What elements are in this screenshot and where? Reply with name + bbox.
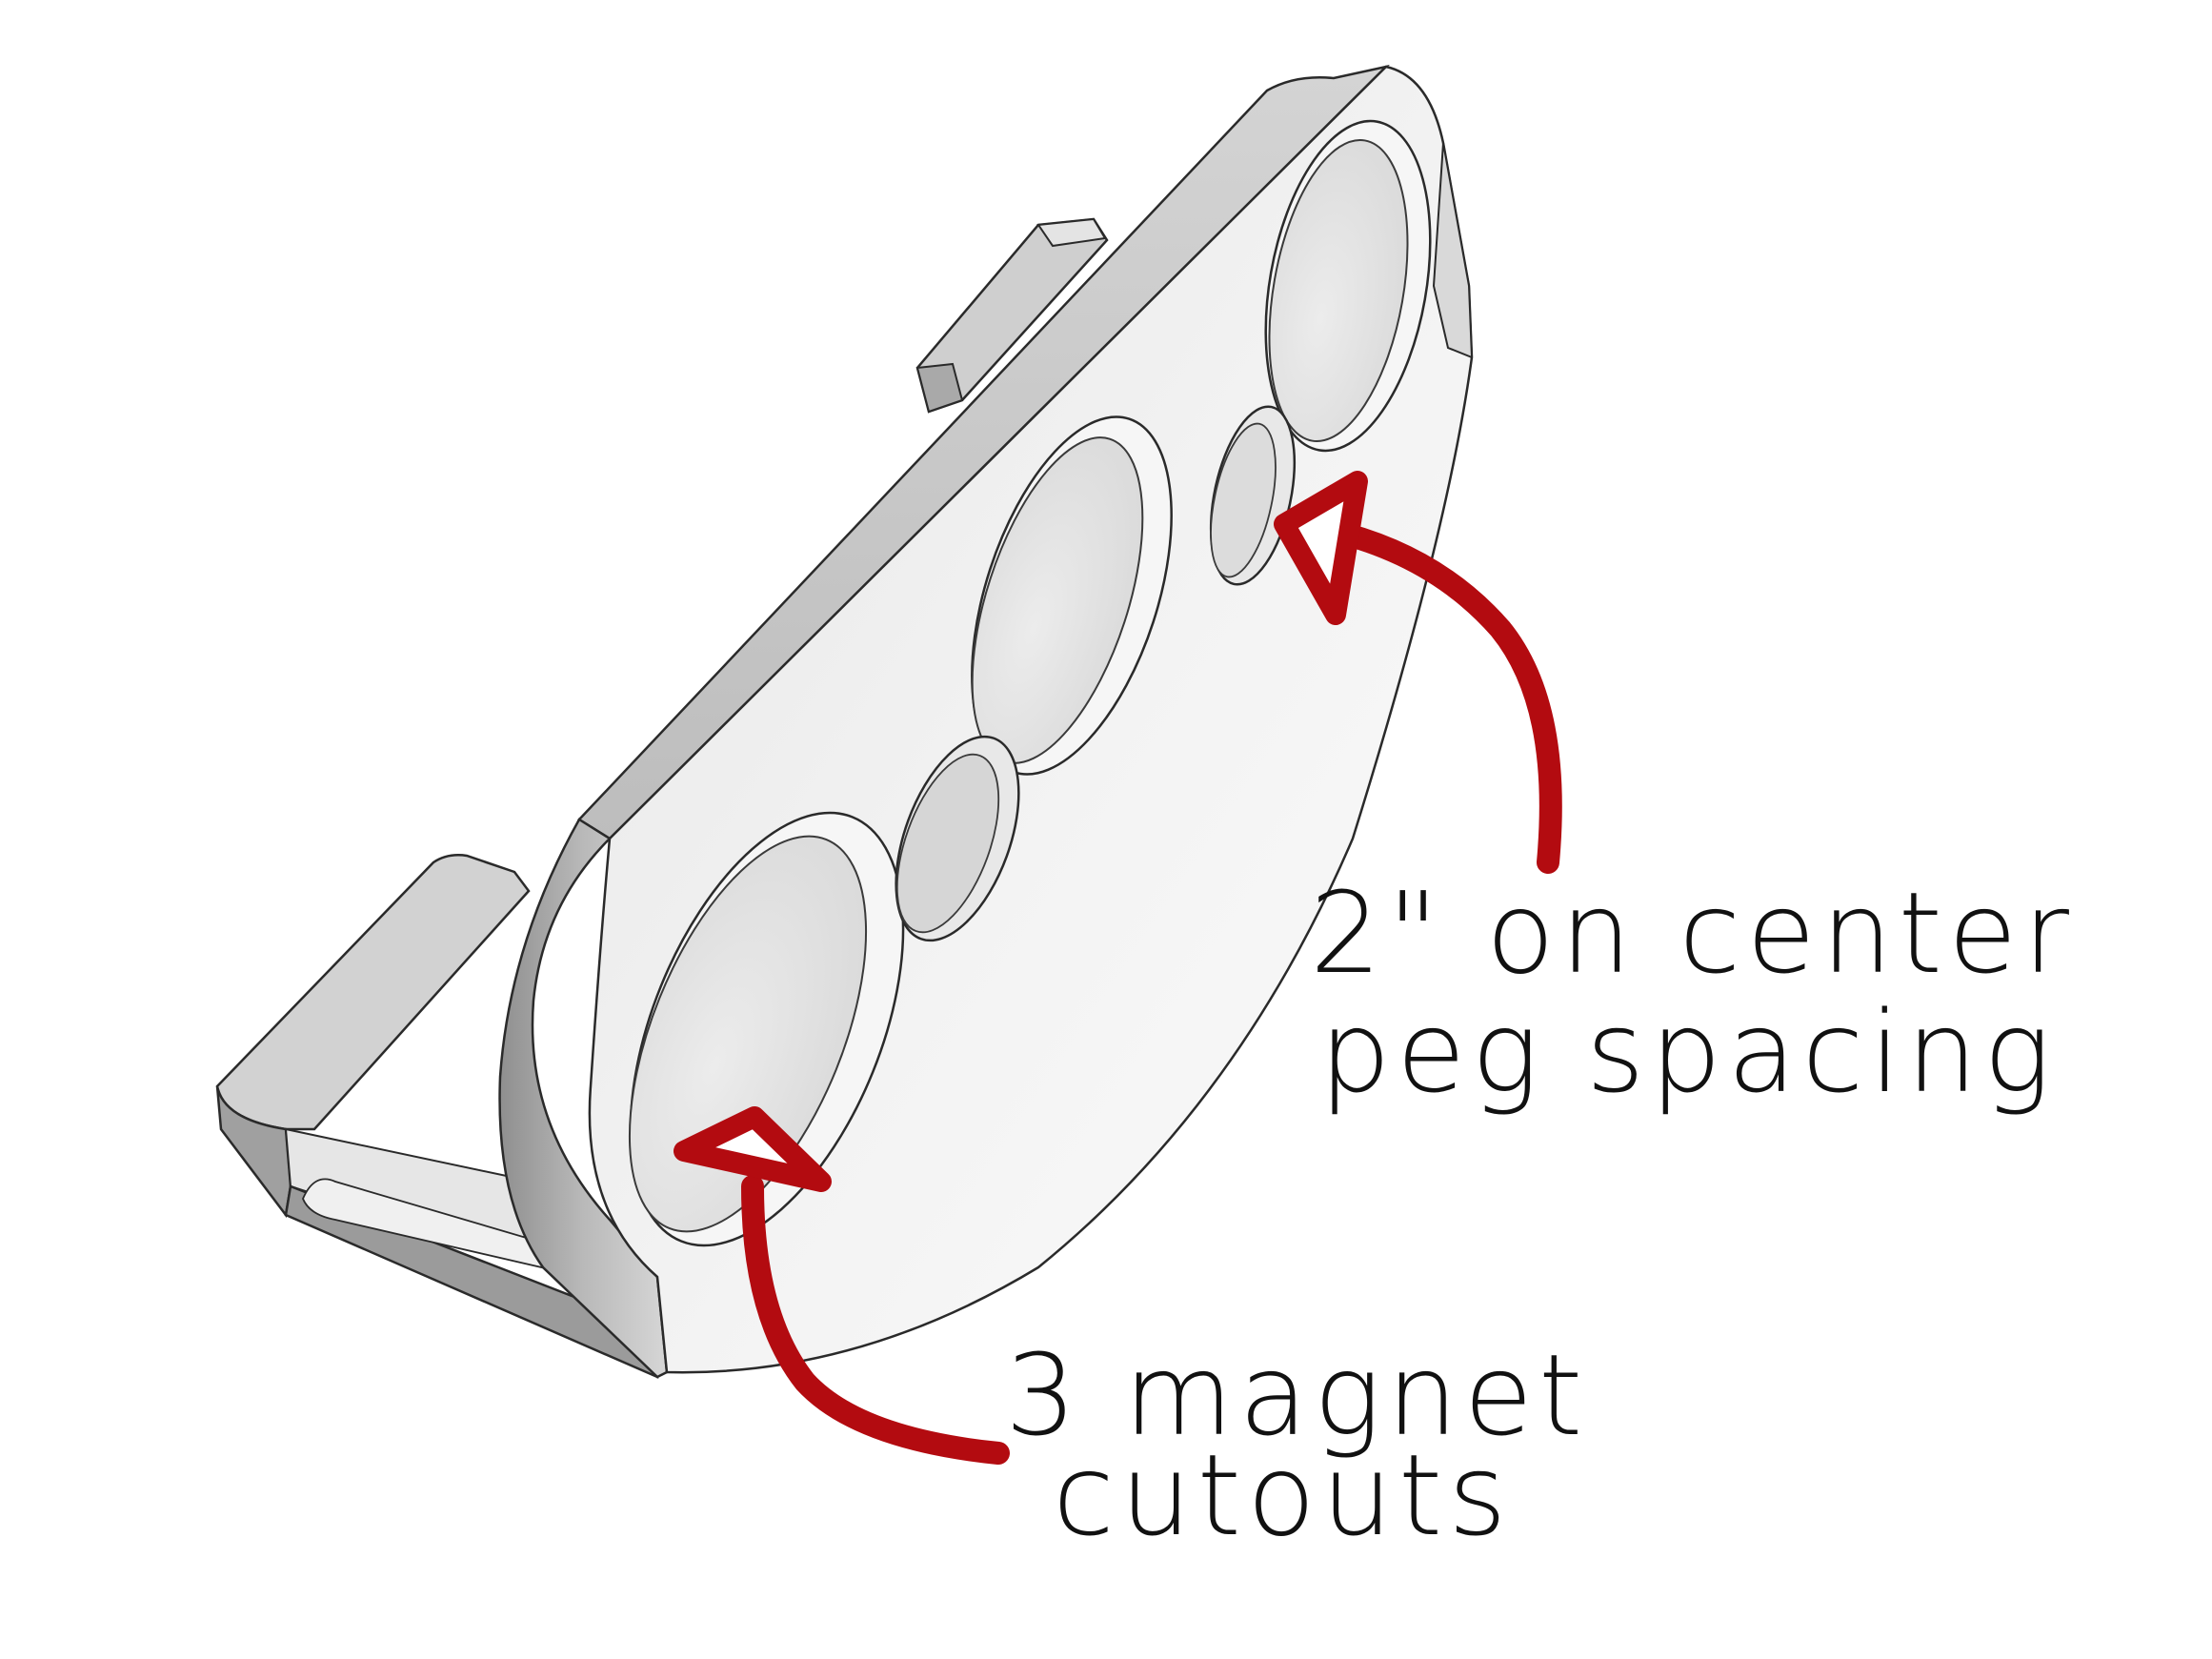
peg-hole-upper (1209, 405, 1297, 586)
upper-hook-tab (915, 217, 1109, 414)
plate-top-edge (577, 64, 1390, 840)
lower-hook (215, 854, 659, 1379)
magnet-cutout-2 (971, 415, 1173, 776)
label-peg-spacing-line2: peg spacing (1319, 986, 2057, 1118)
label-peg-spacing-line1: 2" on center (1310, 867, 2075, 999)
magnet-cutout-1 (1264, 119, 1432, 453)
peg-hole-lower (895, 735, 1020, 942)
arrow-peg-spacing (1274, 471, 1562, 874)
label-peg-spacing: 2" on center peg spacing (1310, 867, 2075, 1118)
label-magnet-cutouts-line2: cutouts (1053, 1429, 1513, 1561)
label-magnet-cutouts: 3 magnet cutouts (1005, 1329, 1588, 1561)
bracket-part (215, 64, 1474, 1379)
label-magnet-cutouts-line1: 3 magnet (1005, 1329, 1588, 1461)
arrow-magnet-cutouts (674, 1106, 1010, 1465)
